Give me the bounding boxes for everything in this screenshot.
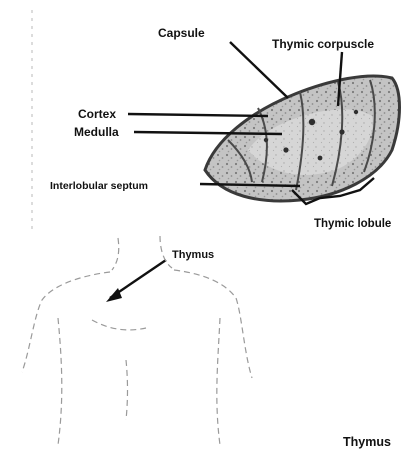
cortex-leader xyxy=(128,114,268,116)
chest-outline xyxy=(92,320,146,330)
thymic-lobule-label: Thymic lobule xyxy=(314,218,391,230)
cortex-label: Cortex xyxy=(78,107,116,121)
medulla-label: Medulla xyxy=(74,125,119,139)
thymus-pointer-label: Thymus xyxy=(172,249,214,261)
body-outline xyxy=(22,236,252,445)
neck-outline xyxy=(112,238,119,270)
capsule-label: Capsule xyxy=(158,26,205,40)
caption: Thymus xyxy=(343,435,391,449)
left-torso-outline xyxy=(58,318,62,445)
abdomen-outline xyxy=(126,360,128,420)
interlobular-septum-label: Interlobular septum xyxy=(50,180,148,192)
right-torso-outline xyxy=(217,318,220,445)
right-shoulder-outline xyxy=(174,270,252,378)
thymic-corpuscle-label: Thymic corpuscle xyxy=(272,37,374,51)
